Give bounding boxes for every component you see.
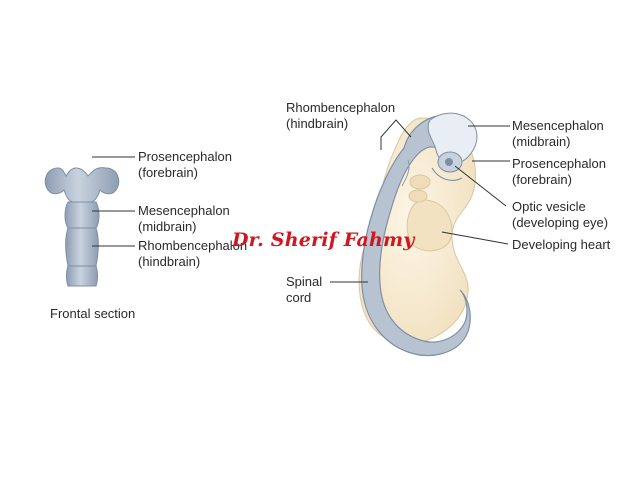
caption-frontal-section: Frontal section	[50, 306, 136, 321]
frontal-section-neural-tube	[44, 156, 135, 287]
label-text: Rhombencephalon	[138, 238, 248, 253]
label-subtext: (midbrain)	[512, 134, 571, 149]
left-midbrain-shape	[64, 201, 100, 229]
embryo-lateral-view	[330, 112, 510, 357]
label-subtext: (forebrain)	[138, 165, 198, 180]
label-subtext: (hindbrain)	[138, 254, 201, 269]
optic-vesicle-center	[445, 158, 453, 166]
label-right-optic-vesicle: Optic vesicle (developing eye)	[512, 199, 608, 231]
label-right-mesencephalon: Mesencephalon (midbrain)	[512, 118, 604, 150]
label-left-rhombencephalon: Rhombencephalon (hindbrain)	[138, 238, 247, 270]
label-left-mesencephalon: Mesencephalon (midbrain)	[138, 203, 230, 235]
left-forebrain-shape	[44, 167, 120, 203]
label-text: Mesencephalon	[512, 118, 604, 133]
label-left-prosencephalon: Prosencephalon (forebrain)	[138, 149, 232, 181]
label-text: Spinal	[286, 274, 323, 289]
pharyngeal-arch-2	[408, 189, 428, 203]
pharyngeal-arch-1	[409, 174, 431, 190]
label-subtext: cord	[286, 290, 312, 305]
heart-bulge	[406, 199, 453, 252]
label-text: Prosencephalon	[512, 156, 606, 171]
embryo-tube-detail	[401, 159, 410, 187]
left-spinal-shape	[66, 265, 98, 287]
leader-right-heart	[441, 231, 509, 245]
left-hindbrain-shape	[65, 227, 99, 267]
label-text: Rhombencephalon	[286, 100, 396, 115]
label-right-prosencephalon: Prosencephalon (forebrain)	[512, 156, 606, 188]
label-subtext: (forebrain)	[512, 172, 572, 187]
label-right-developing-heart: Developing heart	[512, 237, 611, 252]
bracket-rhombencephalon	[380, 119, 412, 150]
label-subtext: (developing eye)	[512, 215, 609, 230]
label-text: Optic vesicle	[512, 199, 586, 214]
label-text: Prosencephalon	[138, 149, 232, 164]
label-right-spinal-cord: Spinal cord	[286, 274, 322, 306]
embryo-forebrain-curve	[431, 167, 463, 181]
label-subtext: (hindbrain)	[286, 116, 349, 131]
label-text: Mesencephalon	[138, 203, 230, 218]
label-right-rhombencephalon: Rhombencephalon (hindbrain)	[286, 100, 395, 132]
label-subtext: (midbrain)	[138, 219, 197, 234]
leader-right-optic-vesicle	[454, 165, 507, 207]
watermark-signature: Dr. Sherif Fahmy	[232, 229, 415, 251]
